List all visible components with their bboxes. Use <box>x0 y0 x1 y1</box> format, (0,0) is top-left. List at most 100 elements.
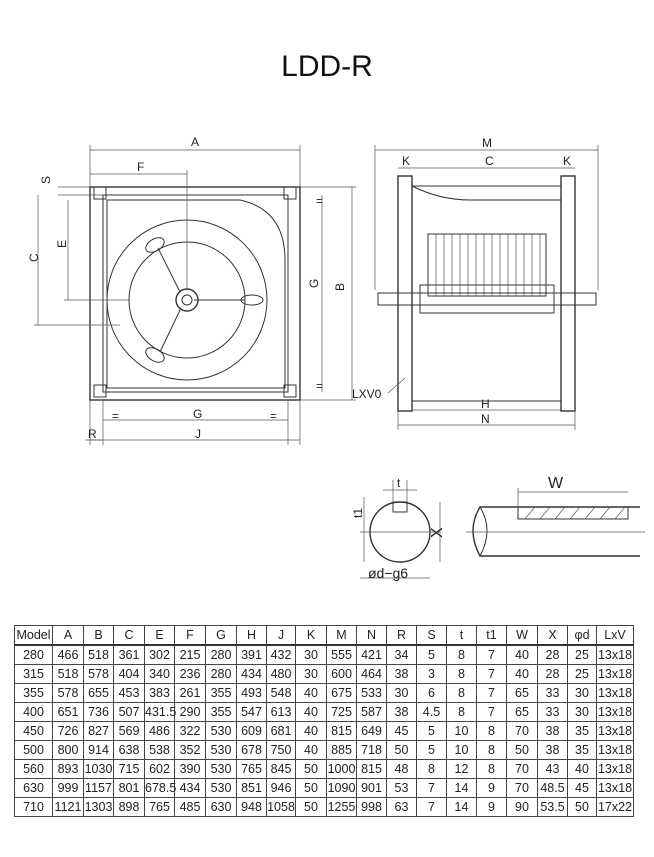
table-cell: 638 <box>113 740 145 760</box>
table-cell: 602 <box>144 759 175 779</box>
dim-label-k-left: K <box>402 154 410 168</box>
table-cell: 355 <box>205 683 237 703</box>
dim-label-c-side: C <box>485 154 494 168</box>
table-cell: 14 <box>446 778 477 798</box>
table-cell: 12 <box>446 759 477 779</box>
table-cell: 5 <box>416 644 447 665</box>
table-cell: 404 <box>113 664 145 684</box>
column-header: F <box>174 625 206 646</box>
table-cell: 450 <box>14 721 53 741</box>
table-cell: 999 <box>52 778 84 798</box>
table-cell: 361 <box>113 644 145 665</box>
table-cell: 1255 <box>326 797 357 817</box>
table-cell: 547 <box>236 702 267 722</box>
table-cell: 38 <box>537 740 568 760</box>
table-cell: 40 <box>506 644 538 665</box>
table-cell: 1000 <box>326 759 357 779</box>
table-cell: 485 <box>174 797 206 817</box>
table-cell: 5 <box>416 721 447 741</box>
table-cell: 500 <box>14 740 53 760</box>
table-cell: 533 <box>356 683 387 703</box>
table-cell: 40 <box>567 759 597 779</box>
table-cell: 70 <box>506 778 538 798</box>
dim-label-w: W <box>548 475 564 492</box>
table-cell: 13x18 <box>596 683 634 703</box>
table-cell: 53 <box>386 778 417 798</box>
equal-mark: = <box>112 409 119 423</box>
dim-label-c: C <box>27 253 41 262</box>
table-cell: 28 <box>537 664 568 684</box>
table-cell: 25 <box>567 644 597 665</box>
table-cell: 750 <box>266 740 296 760</box>
table-cell: 40 <box>295 683 327 703</box>
equal-mark: = <box>316 194 323 208</box>
dim-label-e: E <box>55 240 69 248</box>
front-view-drawing: A F S C E G B = = G = = J R <box>27 135 356 445</box>
table-cell: 38 <box>386 702 417 722</box>
table-cell: 434 <box>236 664 267 684</box>
table-cell: 50 <box>295 778 327 798</box>
table-cell: 53.5 <box>537 797 568 817</box>
table-cell: 9 <box>476 778 507 798</box>
column-header: R <box>386 625 417 646</box>
table-cell: 35 <box>567 740 597 760</box>
table-cell: 30 <box>567 702 597 722</box>
table-cell: 65 <box>506 683 538 703</box>
table-cell: 355 <box>205 702 237 722</box>
table-cell: 236 <box>174 664 206 684</box>
dim-label-r: R <box>88 427 97 441</box>
table-cell: 946 <box>266 778 296 798</box>
column-header: t1 <box>476 625 507 646</box>
table-cell: 90 <box>506 797 538 817</box>
table-cell: 302 <box>144 644 175 665</box>
dim-label-j: J <box>195 427 201 441</box>
table-cell: 8 <box>476 721 507 741</box>
table-cell: 801 <box>113 778 145 798</box>
table-cell: 7 <box>416 797 447 817</box>
table-cell: 9 <box>476 797 507 817</box>
table-cell: 8 <box>476 740 507 760</box>
table-cell: 726 <box>52 721 84 741</box>
table-cell: 678 <box>236 740 267 760</box>
table-cell: 655 <box>83 683 114 703</box>
table-cell: 715 <box>113 759 145 779</box>
table-cell: 8 <box>446 644 477 665</box>
table-cell: 600 <box>326 664 357 684</box>
table-cell: 948 <box>236 797 267 817</box>
table-cell: 40 <box>295 721 327 741</box>
table-cell: 1030 <box>83 759 114 779</box>
table-cell: 63 <box>386 797 417 817</box>
column-header: K <box>295 625 327 646</box>
table-cell: 548 <box>266 683 296 703</box>
table-cell: 33 <box>537 702 568 722</box>
table-cell: 609 <box>236 721 267 741</box>
table-cell: 8 <box>446 702 477 722</box>
table-cell: 30 <box>567 683 597 703</box>
table-cell: 8 <box>416 759 447 779</box>
table-cell: 1090 <box>326 778 357 798</box>
table-cell: 50 <box>386 740 417 760</box>
table-cell: 315 <box>14 664 53 684</box>
column-header: Model <box>14 625 53 646</box>
table-cell: 30 <box>295 664 327 684</box>
dim-label-t1: t1 <box>351 508 365 518</box>
table-cell: 40 <box>295 740 327 760</box>
table-cell: 466 <box>52 644 84 665</box>
table-cell: 45 <box>567 778 597 798</box>
table-cell: 827 <box>83 721 114 741</box>
table-cell: 630 <box>14 778 53 798</box>
page-title: LDD-R <box>281 50 373 83</box>
column-header: J <box>266 625 296 646</box>
table-cell: 486 <box>144 721 175 741</box>
table-cell: 340 <box>144 664 175 684</box>
dim-label-lxv: LXV0 <box>352 387 382 401</box>
table-cell: 14 <box>446 797 477 817</box>
table-cell: 40 <box>295 702 327 722</box>
table-cell: 35 <box>567 721 597 741</box>
table-cell: 765 <box>144 797 175 817</box>
table-cell: 480 <box>266 664 296 684</box>
column-header: φd <box>567 625 597 646</box>
